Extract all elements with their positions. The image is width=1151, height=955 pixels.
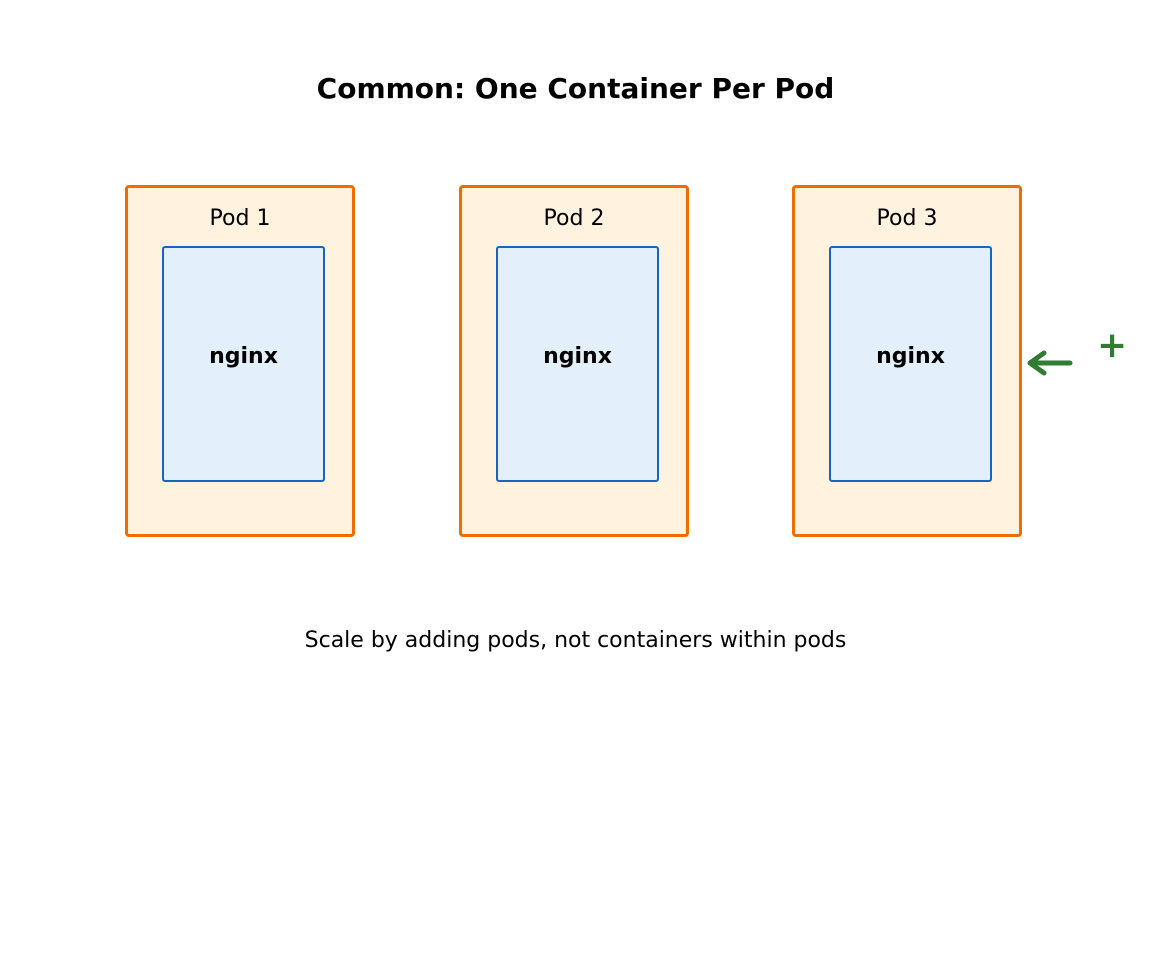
container-box: nginx xyxy=(496,246,659,482)
pod-1: Pod 1 nginx xyxy=(125,185,355,537)
container-box: nginx xyxy=(829,246,992,482)
pod-2: Pod 2 nginx xyxy=(459,185,689,537)
container-box: nginx xyxy=(162,246,325,482)
pod-label: Pod 3 xyxy=(876,206,938,231)
diagram-title: Common: One Container Per Pod xyxy=(316,72,835,105)
pod-3: Pod 3 nginx xyxy=(792,185,1022,537)
container-label: nginx xyxy=(209,344,278,369)
container-label: nginx xyxy=(543,344,612,369)
pod-label: Pod 1 xyxy=(209,206,271,231)
pod-label: Pod 2 xyxy=(543,206,605,231)
caption: Scale by adding pods, not containers wit… xyxy=(304,628,847,653)
arrow-left-icon xyxy=(1027,350,1073,376)
container-label: nginx xyxy=(876,344,945,369)
plus-icon: + xyxy=(1097,325,1128,366)
